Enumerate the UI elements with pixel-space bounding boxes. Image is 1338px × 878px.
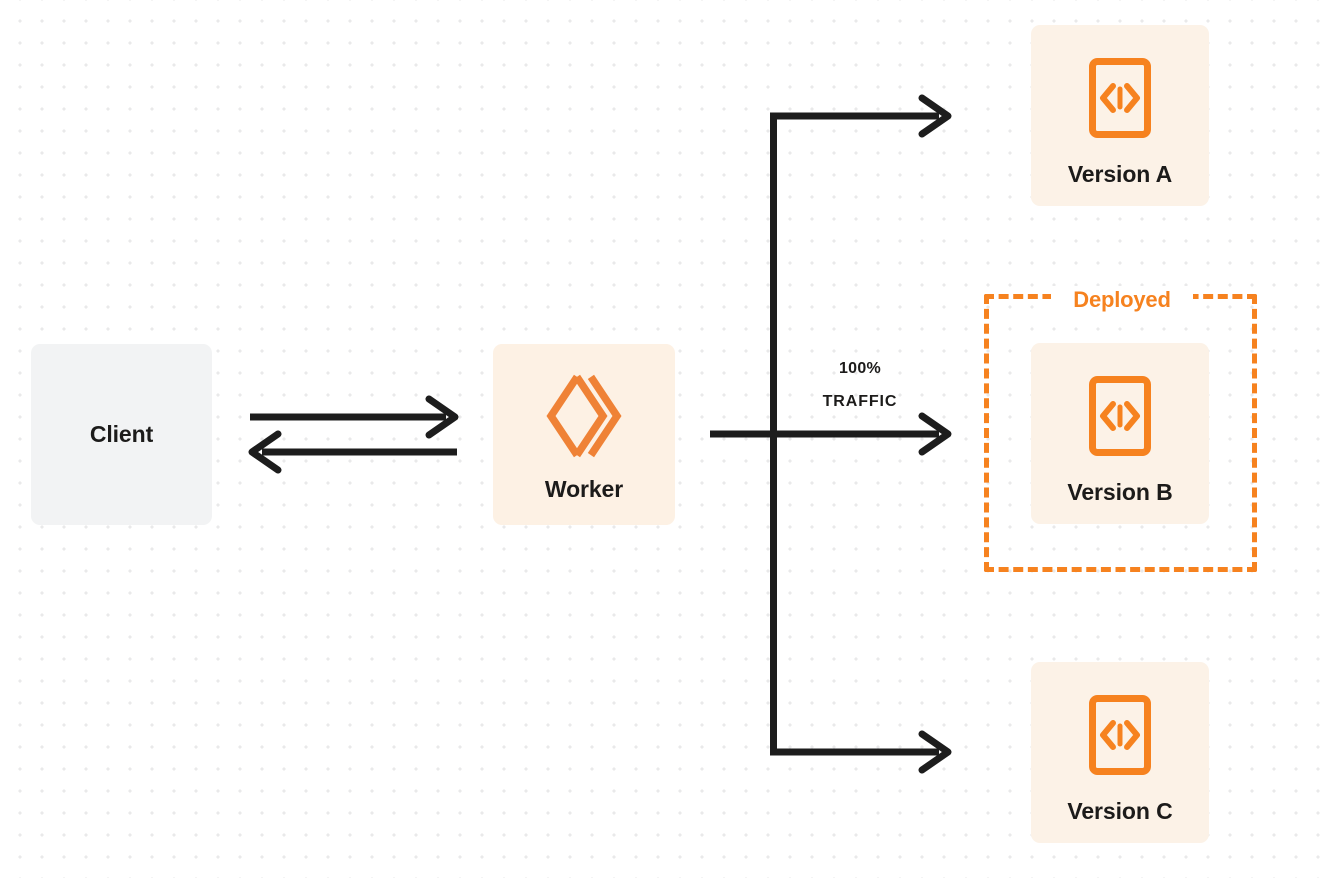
traffic-label: 100% TRAFFIC [790,352,930,418]
node-version-c[interactable]: Version C [1031,662,1209,843]
node-worker[interactable]: Worker [493,344,675,525]
node-worker-label: Worker [544,476,624,502]
deployed-group-label: Deployed [1051,286,1193,314]
arrow-client-to-worker [250,395,459,439]
cloudflare-workers-logo-icon [493,368,675,464]
node-version-a[interactable]: Version A [1031,25,1209,206]
arrow-trunk-to-version-c [770,730,952,774]
arrow-trunk-to-version-a [770,94,952,138]
arrow-worker-to-client [248,430,457,474]
node-version-c-label: Version C [1067,798,1173,824]
node-client[interactable]: Client [31,344,212,525]
node-client-label: Client [89,421,154,447]
code-file-icon [1031,49,1209,147]
traffic-word: TRAFFIC [822,393,898,410]
node-version-b[interactable]: Version B [1031,343,1209,524]
traffic-percent: 100% [838,360,882,377]
code-file-icon [1031,686,1209,784]
code-file-icon [1031,367,1209,465]
arrow-worker-to-version-b [710,412,952,456]
node-version-a-label: Version A [1067,161,1173,187]
node-version-b-label: Version B [1067,479,1173,505]
